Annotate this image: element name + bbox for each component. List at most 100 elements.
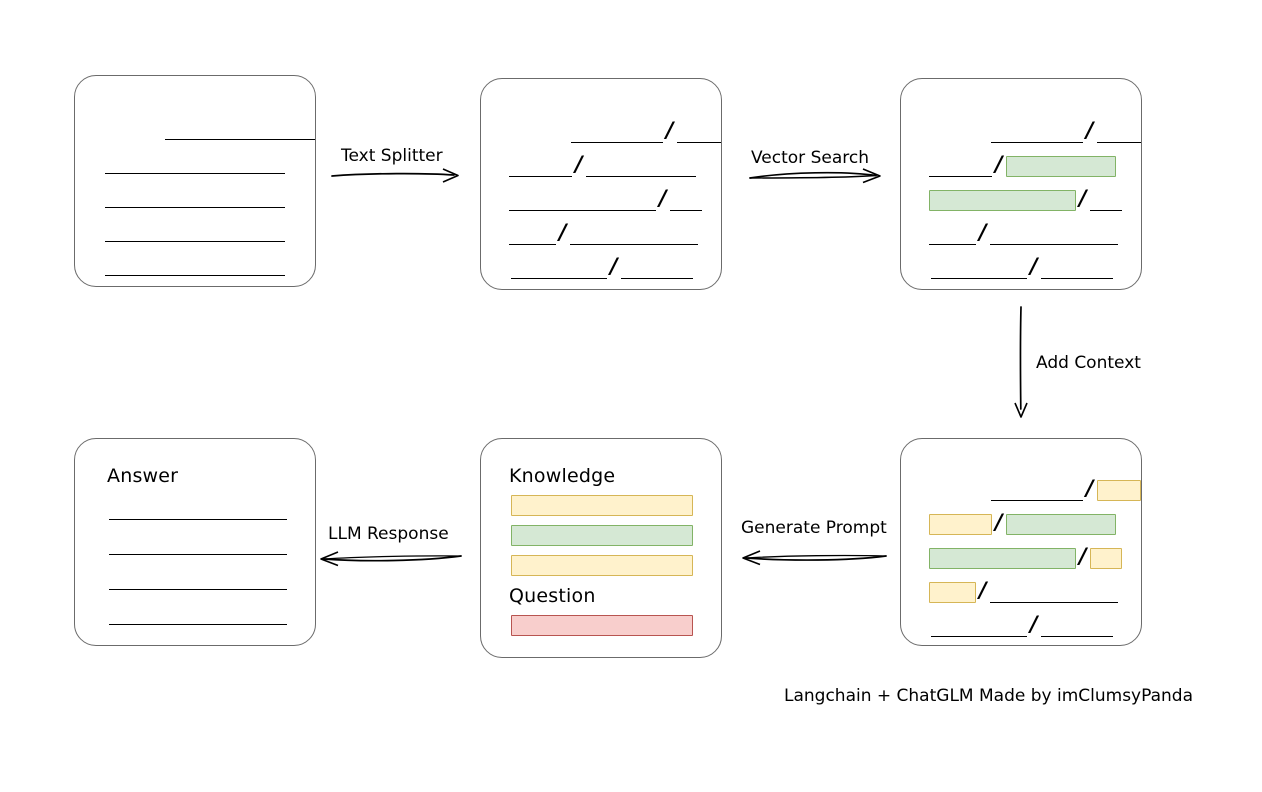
text-segment <box>509 164 572 177</box>
context-document-box: / / / / / <box>900 438 1142 646</box>
generate-prompt-label: Generate Prompt <box>741 518 887 538</box>
row-separator-slash: / <box>995 152 1003 176</box>
split-document-rows: / / / / / <box>481 109 721 279</box>
document-row: / <box>509 245 721 279</box>
document-row: / <box>929 603 1141 637</box>
text-segment <box>511 266 607 279</box>
highlight-segment-yellow <box>1096 480 1141 501</box>
row-separator-slash: / <box>995 510 1003 534</box>
text-segment <box>1089 198 1122 211</box>
text-segment <box>676 130 721 143</box>
text-splitter-arrow <box>330 165 465 185</box>
text-segment <box>931 624 1027 637</box>
answer-line <box>109 519 287 520</box>
text-segment <box>1096 130 1141 143</box>
highlight-segment-green <box>1005 156 1116 177</box>
highlight-segment-green <box>1005 514 1116 535</box>
row-separator-slash: / <box>1030 254 1038 278</box>
text-segment <box>931 266 1027 279</box>
text-segment <box>669 198 702 211</box>
text-segment <box>929 232 976 245</box>
text-segment <box>1040 624 1113 637</box>
prompt-box: Knowledge Question <box>480 438 722 658</box>
answer-line <box>109 554 287 555</box>
document-row: / <box>929 467 1141 501</box>
row-separator-slash: / <box>575 152 583 176</box>
text-segment <box>105 161 285 174</box>
text-segment <box>105 195 285 208</box>
answer-box: Answer <box>74 438 316 646</box>
text-segment <box>989 232 1118 245</box>
text-segment <box>105 229 285 242</box>
source-document-rows <box>75 106 315 276</box>
generate-prompt-arrow <box>740 548 888 568</box>
document-row: / <box>929 535 1141 569</box>
add-context-label: Add Context <box>1036 353 1141 373</box>
answer-line <box>109 589 287 590</box>
document-row: / <box>929 143 1141 177</box>
document-row <box>105 106 315 140</box>
document-row: / <box>929 177 1141 211</box>
vector-search-label: Vector Search <box>751 148 869 168</box>
row-separator-slash: / <box>559 220 567 244</box>
context-document-rows: / / / / / <box>901 467 1141 637</box>
highlight-segment-yellow <box>929 582 976 603</box>
matched-document-rows: / / / / / <box>901 109 1141 279</box>
diagram-caption: Langchain + ChatGLM Made by imClumsyPand… <box>784 686 1193 706</box>
row-separator-slash: / <box>1030 612 1038 636</box>
prompt-bar-yellow <box>511 555 693 576</box>
document-row <box>105 242 315 276</box>
question-heading: Question <box>509 585 596 607</box>
knowledge-heading: Knowledge <box>509 465 616 487</box>
text-segment <box>991 488 1083 501</box>
highlight-segment-yellow <box>1089 548 1122 569</box>
row-separator-slash: / <box>1079 544 1087 568</box>
row-separator-slash: / <box>1085 118 1094 142</box>
highlight-segment-green <box>929 190 1076 211</box>
row-separator-slash: / <box>665 118 674 142</box>
document-row: / <box>929 245 1141 279</box>
document-row: / <box>929 569 1141 603</box>
document-row: / <box>509 211 721 245</box>
matched-document-box: / / / / / <box>900 78 1142 290</box>
source-document-box <box>74 75 316 287</box>
document-row: / <box>509 109 721 143</box>
text-segment <box>929 164 992 177</box>
document-row: / <box>509 143 721 177</box>
prompt-bar-yellow <box>511 495 693 516</box>
llm-response-label: LLM Response <box>328 524 449 544</box>
text-segment <box>989 590 1118 603</box>
text-segment <box>509 232 556 245</box>
document-row <box>105 140 315 174</box>
text-segment <box>105 263 285 276</box>
prompt-bar-red <box>511 615 693 636</box>
llm-response-arrow <box>318 549 463 569</box>
highlight-segment-green <box>929 548 1076 569</box>
row-separator-slash: / <box>979 578 987 602</box>
text-segment <box>620 266 693 279</box>
document-row <box>105 174 315 208</box>
document-row: / <box>509 177 721 211</box>
row-separator-slash: / <box>979 220 987 244</box>
document-row <box>105 208 315 242</box>
add-context-arrow <box>1010 305 1032 420</box>
document-row: / <box>929 109 1141 143</box>
split-document-box: / / / / / <box>480 78 722 290</box>
text-segment <box>165 127 315 140</box>
answer-line <box>109 624 287 625</box>
text-segment <box>569 232 698 245</box>
row-separator-slash: / <box>659 186 667 210</box>
text-splitter-label: Text Splitter <box>341 146 443 166</box>
text-segment <box>585 164 696 177</box>
row-separator-slash: / <box>610 254 618 278</box>
text-segment <box>509 198 656 211</box>
row-separator-slash: / <box>1085 476 1094 500</box>
highlight-segment-yellow <box>929 514 992 535</box>
document-row: / <box>929 501 1141 535</box>
text-segment <box>1040 266 1113 279</box>
vector-search-arrow <box>748 165 888 187</box>
answer-heading: Answer <box>107 465 179 487</box>
text-segment <box>991 130 1083 143</box>
document-row: / <box>929 211 1141 245</box>
row-separator-slash: / <box>1079 186 1087 210</box>
